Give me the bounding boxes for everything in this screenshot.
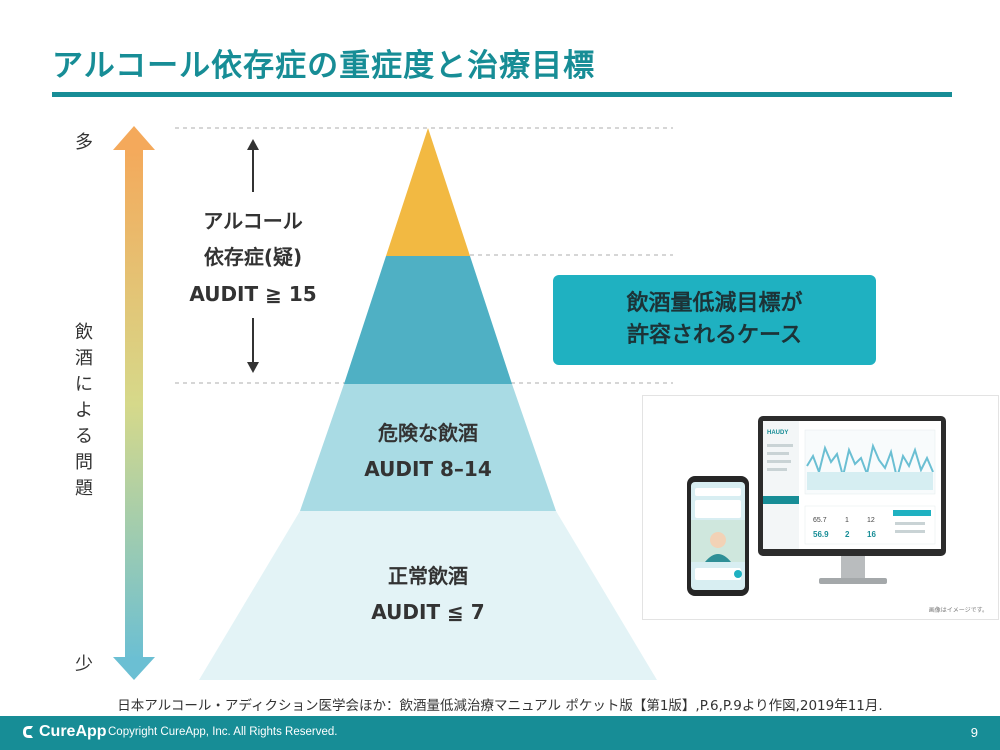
footer-bar: CureApp Copyright CureApp, Inc. All Righ…	[0, 716, 1000, 750]
monitor-chart	[806, 442, 934, 479]
axis-shaft	[125, 148, 143, 660]
monitor-neck	[841, 556, 865, 578]
callout-line-2: 許容されるケース	[627, 323, 802, 348]
callout-line-1: 飲酒量低減目標が	[626, 291, 803, 316]
svg-text:56.9: 56.9	[813, 530, 829, 539]
axis-bottom-label: 少	[75, 654, 93, 675]
pyramid-band-hazardous	[300, 384, 556, 511]
axis-label-char: 酒	[75, 348, 93, 369]
level-hazardous-audit: AUDIT 8–14	[364, 457, 492, 481]
level-dependence-name: アルコール	[203, 209, 302, 233]
svg-text:1: 1	[845, 517, 849, 524]
svg-text:16: 16	[867, 530, 876, 539]
monitor-brand: HAUDY	[767, 430, 788, 436]
footer-brand: CureApp	[39, 723, 107, 740]
page-number: 9	[970, 725, 978, 740]
monitor-sidebar	[763, 421, 799, 549]
level-dependence-name-2: 依存症(疑)	[204, 245, 302, 269]
axis-label-char: 題	[75, 478, 93, 499]
monitor-base	[819, 578, 887, 584]
footer-logo: CureApp	[20, 723, 107, 741]
device-illustration: HAUDY 65.7 1 12 56.9 2 16 画像はイメージです。	[687, 416, 988, 614]
pyramid-band-dependence-top	[386, 128, 470, 256]
pyramid-band-normal	[199, 511, 657, 680]
page-title: アルコール依存症の重症度と治療目標	[52, 48, 596, 84]
problem-severity-axis	[113, 126, 155, 680]
cureapp-logo-icon	[23, 726, 33, 738]
reduction-target-callout: 飲酒量低減目標が 許容されるケース	[553, 275, 876, 365]
axis-label-char: る	[75, 426, 93, 447]
axis-label-char: よ	[75, 400, 93, 421]
device-caption: 画像はイメージです。	[929, 606, 988, 614]
axis-label-char: に	[75, 374, 93, 395]
svg-text:65.7: 65.7	[813, 517, 827, 524]
pyramid-band-dependence-bottom	[344, 256, 512, 384]
level-normal-name: 正常飲酒	[388, 564, 468, 588]
dependence-range-arrow	[247, 139, 259, 373]
svg-text:2: 2	[845, 530, 850, 539]
level-hazardous-name: 危険な飲酒	[378, 421, 478, 445]
axis-top-label: 多	[75, 132, 93, 153]
copyright-text: Copyright CureApp, Inc. All Rights Reser…	[108, 726, 338, 738]
source-note: 日本アルコール・アディクション医学会ほか：飲酒量低減治療マニュアル ポケット版【…	[117, 698, 883, 714]
axis-arrowhead-up	[113, 126, 155, 150]
axis-label-char: 飲	[75, 322, 93, 343]
axis-arrowhead-down	[113, 657, 155, 680]
app-device-image: HAUDY 65.7 1 12 56.9 2 16 画像はイメージです。	[642, 395, 999, 620]
title-underline	[52, 92, 952, 97]
axis-label-char: 問	[75, 452, 93, 473]
level-dependence-audit: AUDIT ≧ 15	[189, 282, 316, 306]
level-normal-audit: AUDIT ≦ 7	[371, 600, 484, 624]
svg-text:12: 12	[867, 517, 875, 524]
